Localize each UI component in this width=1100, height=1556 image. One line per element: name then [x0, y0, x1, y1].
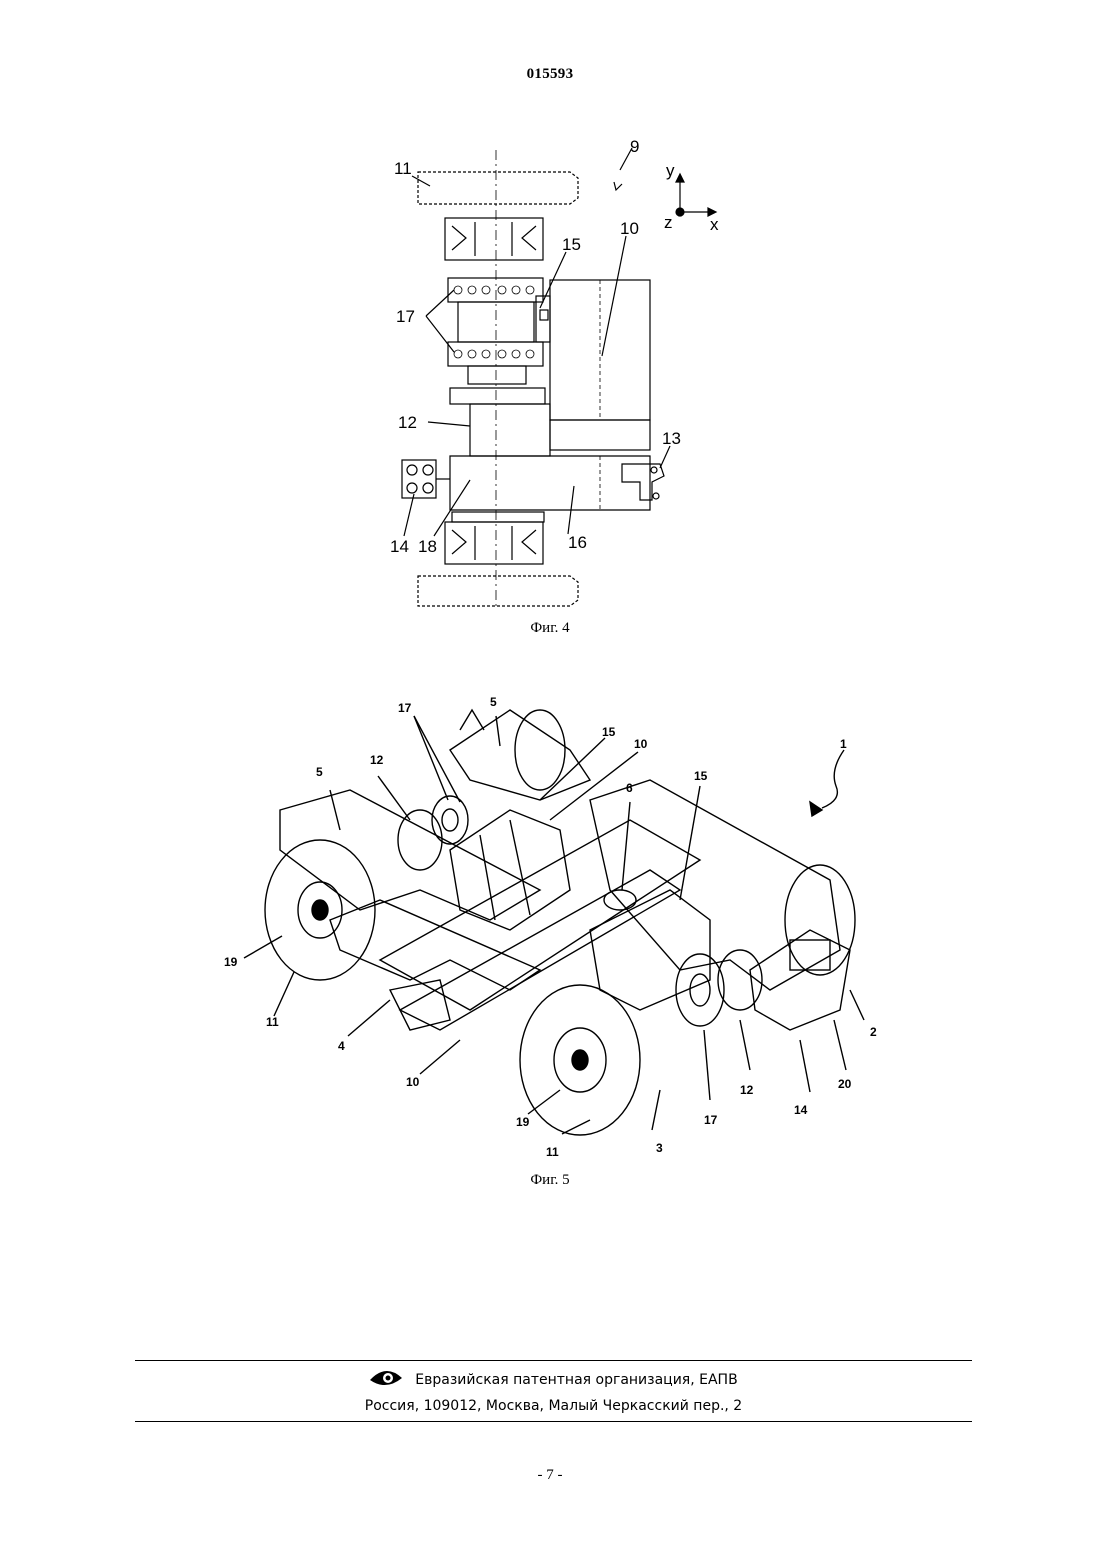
fig4-label-9: 9: [630, 137, 639, 156]
fig5-label-3: 3: [656, 1141, 663, 1155]
fig5-label-11-front: 11: [546, 1145, 559, 1159]
fig5-label-15-lower: 15: [694, 769, 708, 783]
fig4-label-16: 16: [568, 533, 587, 552]
fig5-label-19-left: 19: [224, 955, 238, 969]
fig4-label-14: 14: [390, 537, 409, 556]
figure-4-svg: 11 9 10 15 17 12 13 14 18 16 y z x: [390, 130, 730, 620]
fig4-label-10: 10: [620, 219, 639, 238]
figure-5-svg: 19 11 4 10 19 11 3 17 12 14 20 2 5 12 17…: [210, 690, 890, 1170]
fig4-label-18: 18: [418, 537, 437, 556]
fig5-label-17-upper: 17: [398, 701, 412, 715]
fig4-axis-z: z: [664, 213, 673, 232]
figure-4-drawing: 11 9 10 15 17 12 13 14 18 16 y z x: [390, 130, 730, 620]
fig5-label-19-front: 19: [516, 1115, 530, 1129]
fig5-label-1: 1: [840, 737, 847, 751]
fig5-label-10-lower: 10: [406, 1075, 420, 1089]
footer-organization: Евразийская патентная организация, ЕАПВ: [135, 1369, 972, 1391]
fig4-label-12: 12: [398, 413, 417, 432]
fig5-label-6: 6: [626, 781, 633, 795]
figure-5-drawing: 19 11 4 10 19 11 3 17 12 14 20 2 5 12 17…: [210, 690, 890, 1170]
fig4-label-17: 17: [396, 307, 415, 326]
fig5-label-15-upper: 15: [602, 725, 616, 739]
page-number: - 7 -: [0, 1467, 1100, 1484]
eye-logo-icon: [369, 1369, 403, 1391]
fig5-label-20: 20: [838, 1077, 852, 1091]
fig5-label-12-lower: 12: [740, 1083, 754, 1097]
fig4-label-13: 13: [662, 429, 681, 448]
fig5-label-5-top: 5: [490, 695, 497, 709]
footer-divider-top: [135, 1360, 972, 1361]
footer-address: Россия, 109012, Москва, Малый Черкасский…: [135, 1398, 972, 1414]
fig5-label-10-upper: 10: [634, 737, 648, 751]
document-number: 015593: [0, 66, 1100, 83]
fig4-axis-x: x: [710, 215, 719, 234]
fig5-label-4: 4: [338, 1039, 345, 1053]
figure-4-caption: Фиг. 4: [0, 620, 1100, 637]
fig5-label-12-upper: 12: [370, 753, 384, 767]
footer-divider-bottom: [135, 1421, 972, 1422]
figure-5-caption: Фиг. 5: [0, 1172, 1100, 1189]
footer-organization-text: Евразийская патентная организация, ЕАПВ: [415, 1372, 737, 1388]
fig4-axis-y: y: [666, 161, 675, 180]
fig5-label-2: 2: [870, 1025, 877, 1039]
fig5-label-17-lower: 17: [704, 1113, 718, 1127]
fig5-label-5-left: 5: [316, 765, 323, 779]
fig5-label-14: 14: [794, 1103, 808, 1117]
fig4-label-11: 11: [394, 159, 412, 178]
fig4-label-15: 15: [562, 235, 581, 254]
fig5-label-11-left: 11: [266, 1015, 279, 1029]
